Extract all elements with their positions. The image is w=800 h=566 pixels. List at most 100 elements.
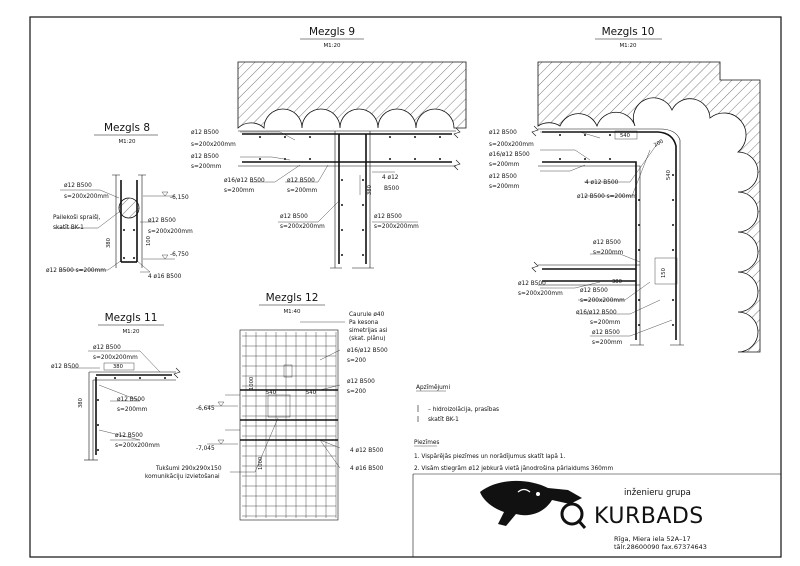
note-1: 1. Vispārējās piezīmes un norādījumus sk… [414, 454, 565, 460]
d9-label-14: s=200x200mm [374, 224, 419, 230]
detail-mezgls-11: Mezgls 11 M1:20 ø12 B500 s=200x200mm ø12… [51, 312, 181, 461]
soil-pile-corner [537, 61, 761, 353]
detail-mezgls-10: Mezgls 10 M1:20 ø [489, 26, 761, 353]
d11-label-4: ø12 B500 [117, 397, 145, 403]
d9-dim: 380 [367, 185, 373, 195]
d8-label-7: ø12 B500 s=200mm [46, 268, 106, 274]
d9-label-11: ø12 B500 [280, 214, 308, 220]
d9-label-5: ø16/ø12 B500 [224, 178, 265, 184]
d8-level-2: -6,750 [170, 252, 189, 258]
detail-9-title: Mezgls 9 [309, 26, 355, 38]
d10-dim-3: 540 [666, 170, 672, 180]
d12-callout-4: (skat. plānu) [349, 336, 386, 342]
d10-label-14: s=200x200mm [580, 298, 625, 304]
d9-label-3: ø12 B500 [191, 154, 219, 160]
title-block: inženieru grupa KURBADS Rīga, Miera iela… [412, 473, 781, 557]
d10-label-12: s=200x200mm [518, 291, 563, 297]
company-phones: tālr.28600090 fax.67374643 [614, 543, 707, 551]
d11-label-3: ø12 B500 [51, 364, 79, 370]
d8-label-1: ø12 B500 [64, 183, 92, 189]
d10-label-1: ø12 B500 [489, 130, 517, 136]
d11-label-7: s=200x200mm [115, 443, 160, 449]
d8-dim-1: 380 [106, 238, 112, 248]
pile-section [118, 197, 140, 219]
d12-dim-1: 1000 [249, 377, 255, 390]
legend-title: Apzīmējumi [416, 385, 450, 391]
d10-dim-4: 380 [612, 279, 622, 285]
d10-label-18: s=200mm [592, 340, 623, 346]
d10-dim-2: 200 [653, 139, 665, 149]
detail-11-title: Mezgls 11 [105, 312, 158, 324]
legend-item-2: skatīt BK-1 [428, 417, 459, 423]
d9-label-13: ø12 B500 [374, 214, 402, 220]
d8-label-3: Pailekoši spraišļ, [53, 214, 101, 221]
d9-label-4: s=200mm [191, 164, 222, 170]
company-name: KURBADS [594, 504, 704, 529]
d10-label-5: ø12 B500 [489, 174, 517, 180]
legend-item-1: – hidroizolācija, prasības [428, 407, 499, 413]
d10-label-15: ø16/ø12 B500 [576, 310, 617, 316]
d11-dim-1: 380 [113, 364, 123, 370]
detail-8-scale: M1:20 [118, 139, 136, 145]
d12-dim-4: 1000 [258, 457, 264, 470]
d10-label-2: s=200x200mm [489, 142, 534, 148]
d12-callout-3: simetrijas asi [349, 328, 388, 334]
d9-label-9: 4 ø12 [382, 175, 399, 181]
d9-label-12: s=200x200mm [280, 224, 325, 230]
d10-label-3: ø16/ø12 B500 [489, 152, 530, 158]
d11-label-2: s=200x200mm [93, 355, 138, 361]
detail-mezgls-9: Mezgls 9 M1:20 ø12 B50 [191, 26, 467, 269]
d8-label-8: 4 ø16 B500 [148, 274, 182, 280]
d10-label-17: ø12 B500 [592, 330, 620, 336]
detail-mezgls-12: Mezgls 12 M1:40 Caurule ø40 Pa kesona si… [145, 292, 388, 521]
d12-label-5: 4 ø12 B500 [350, 448, 384, 454]
d12-label-2: s=200 [347, 358, 366, 364]
kurbads-logo [480, 480, 587, 529]
d12-level-1: -6,645 [196, 406, 215, 412]
d11-label-1: ø12 B500 [93, 345, 121, 351]
d10-dim-1: 540 [620, 133, 630, 139]
d10-dim-5: 150 [661, 268, 667, 278]
d10-label-11: ø12 B500 [518, 281, 546, 287]
notes-block: Piezīmes 1. Vispārējās piezīmes un norād… [414, 440, 614, 472]
detail-10-scale: M1:20 [619, 43, 637, 49]
d12-label-6: 4 ø16 B500 [350, 466, 384, 472]
d10-label-6: s=200mm [489, 184, 520, 190]
legend-block: Apzīmējumi – hidroizolācija, prasības sk… [416, 385, 499, 423]
note-2: 2. Visām stiegrām ø12 jebkurā vietā jāno… [414, 465, 614, 472]
d10-label-4: s=200mm [489, 162, 520, 168]
d12-label-3: ø12 B500 [347, 379, 375, 385]
detail-mezgls-8: Mezgls 8 M1:20 ø12 B500 s=200x200mm Pail… [46, 122, 193, 280]
company-tagline: inženieru grupa [624, 488, 691, 498]
d10-label-13: ø12 B500 [580, 288, 608, 294]
d11-dim-2: 380 [78, 398, 84, 408]
d12-dim-3: 540 [306, 390, 316, 396]
detail-8-title: Mezgls 8 [104, 122, 150, 134]
d9-label-2: s=200x200mm [191, 142, 236, 148]
d10-label-8: ø12 B500 s=200mm [577, 194, 637, 200]
d12-label-4: s=200 [347, 389, 366, 395]
d8-dim-2: 100 [146, 236, 152, 246]
d10-label-16: s=200mm [590, 320, 621, 326]
company-address: Rīga, Miera iela 52A–17 [614, 535, 691, 543]
detail-11-scale: M1:20 [122, 329, 140, 335]
d12-label-1: ø16/ø12 B500 [347, 348, 388, 354]
d8-label-4: skatīt BK-1 [53, 225, 84, 231]
d9-label-10: B500 [384, 186, 399, 192]
sheet-frame [29, 16, 782, 558]
d12-dim-2: 540 [266, 390, 276, 396]
d9-label-7: ø12 B500 [287, 178, 315, 184]
d12-level-2: -7,045 [196, 446, 215, 452]
detail-10-title: Mezgls 10 [602, 26, 655, 38]
d10-label-7: 4 ø12 B500 [585, 180, 619, 186]
d11-label-6: ø12 B500 [115, 433, 143, 439]
d8-label-2: s=200x200mm [64, 194, 109, 200]
d12-void-text-1: Tukšumi 290x290x150 [155, 465, 222, 472]
d11-label-5: s=200mm [117, 407, 148, 413]
rebar-mesh-grid [242, 332, 337, 518]
d9-label-8: s=200mm [287, 188, 318, 194]
d12-callout-2: Pa kesona [349, 320, 379, 326]
detail-9-scale: M1:20 [323, 43, 341, 49]
d12-callout-1: Caurule ø40 [349, 312, 385, 318]
